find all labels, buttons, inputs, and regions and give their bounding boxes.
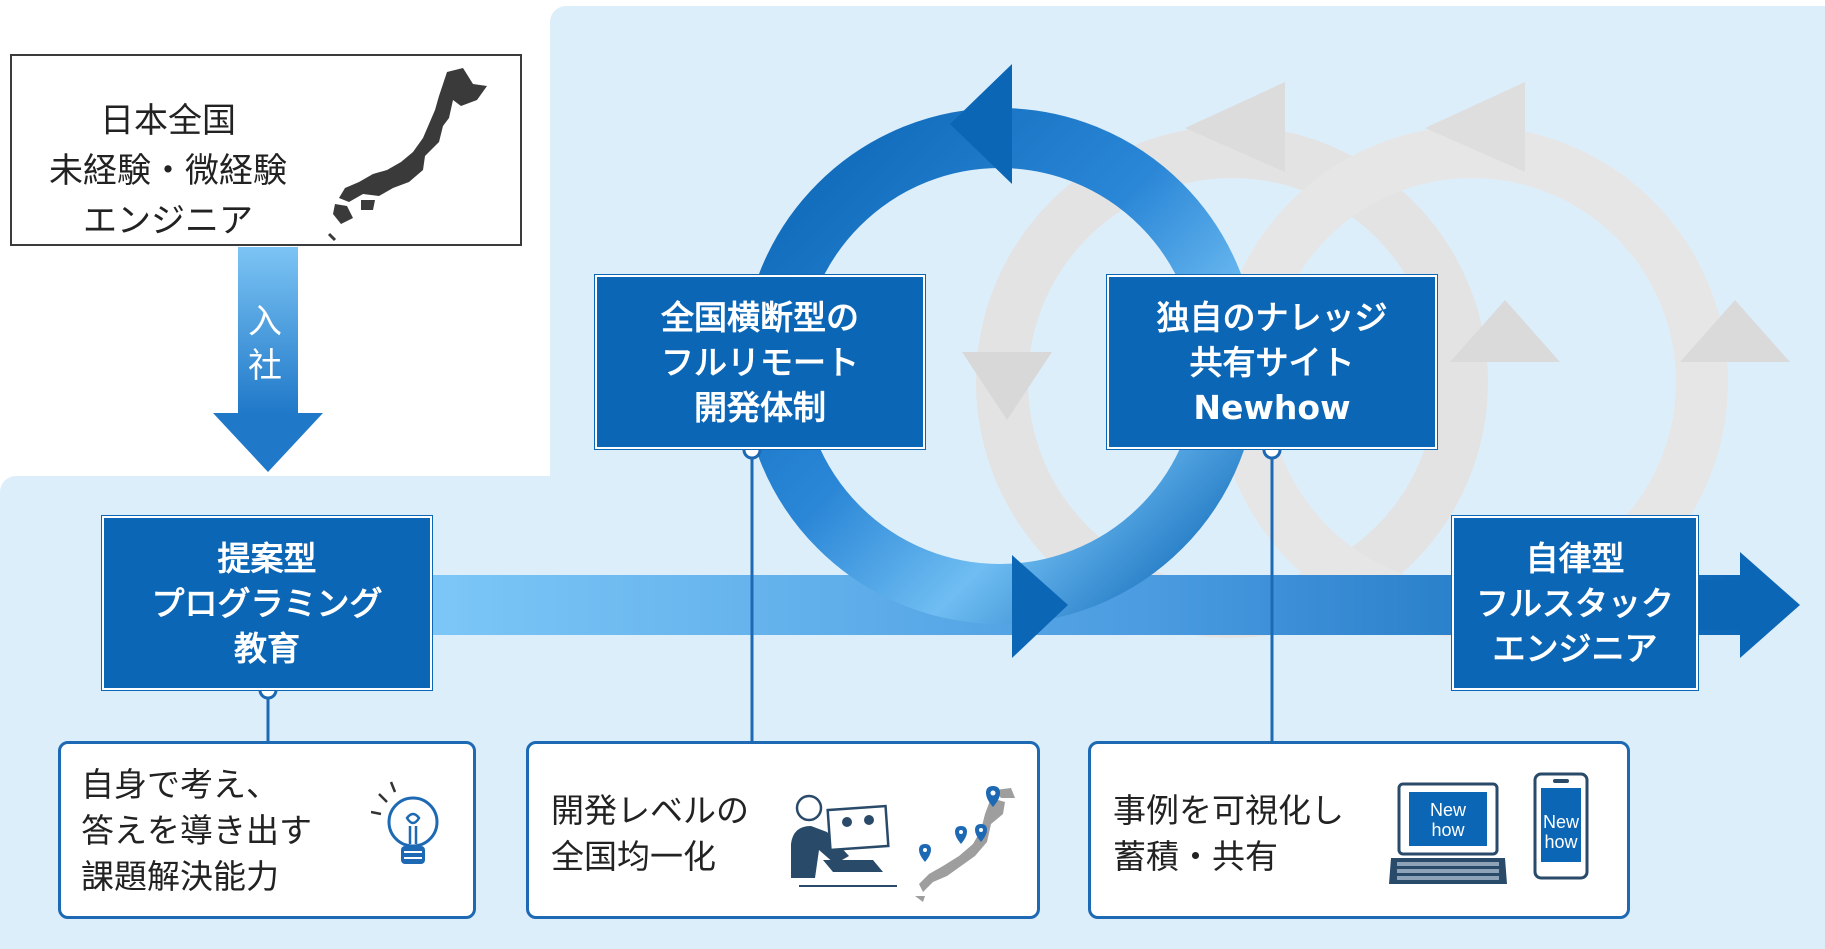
step-goal-line: 自律型: [1525, 538, 1625, 578]
step-education: 提案型 プログラミング 教育: [101, 515, 433, 691]
entry-label: 入 社: [245, 300, 285, 388]
card-remote: 開発レベルの 全国均一化: [526, 741, 1040, 919]
step-newhow: 独自のナレッジ 共有サイト Newhow: [1106, 274, 1438, 450]
background-panel-joint: [550, 440, 590, 490]
start-line: 日本全国: [100, 101, 236, 141]
step-newhow-line: 共有サイト: [1189, 342, 1355, 382]
japan-map-icon: [327, 68, 487, 242]
card-education-line: 自身で考え、: [81, 765, 279, 804]
entry-label-char: 入: [248, 302, 282, 342]
remote-worker-icon: [791, 794, 897, 887]
phone-screen-line: New: [1542, 812, 1579, 832]
card-newhow: 事例を可視化し 蓄積・共有 New how New how: [1088, 741, 1630, 919]
laptop-screen-line: New: [1429, 800, 1466, 820]
laptop-screen-line: how: [1431, 820, 1465, 840]
start-box: 日本全国 未経験・微経験 エンジニア: [10, 54, 522, 246]
card-education-text: 自身で考え、 答えを導き出す 課題解決能力: [81, 762, 312, 900]
step-remote-line: 開発体制: [694, 387, 826, 427]
laptop-screen-text: New how: [1409, 800, 1487, 840]
card-education-line: 答えを導き出す: [81, 811, 312, 850]
step-newhow-line: Newhow: [1193, 387, 1351, 427]
step-remote: 全国横断型の フルリモート 開発体制: [594, 274, 926, 450]
laptop-icon: [1389, 782, 1507, 884]
entry-arrow: [213, 247, 323, 472]
japan-pins-icon: [915, 786, 1015, 902]
step-newhow-line: 独自のナレッジ: [1156, 297, 1388, 337]
entry-label-char: 社: [248, 346, 282, 386]
step-goal-line: エンジニア: [1492, 628, 1658, 668]
phone-icon: [1533, 772, 1589, 880]
phone-screen-text: New how: [1541, 812, 1581, 852]
card-newhow-text: 事例を可視化し 蓄積・共有: [1113, 788, 1344, 880]
step-education-line: 提案型: [217, 538, 317, 578]
step-remote-line: 全国横断型の: [661, 297, 859, 337]
step-goal-line: フルスタック: [1476, 583, 1674, 623]
card-remote-line: 全国均一化: [551, 837, 716, 876]
step-education-line: 教育: [234, 628, 300, 668]
card-newhow-line: 蓄積・共有: [1113, 837, 1278, 876]
lightbulb-icon: [371, 781, 439, 864]
start-line: 未経験・微経験: [49, 151, 287, 191]
card-remote-text: 開発レベルの 全国均一化: [551, 788, 749, 880]
card-remote-line: 開発レベルの: [551, 791, 749, 830]
card-education-line: 課題解決能力: [81, 857, 279, 896]
card-newhow-line: 事例を可視化し: [1113, 791, 1344, 830]
step-goal: 自律型 フルスタック エンジニア: [1451, 515, 1699, 691]
card-education: 自身で考え、 答えを導き出す 課題解決能力: [58, 741, 476, 919]
step-remote-line: フルリモート: [661, 342, 859, 382]
start-text: 日本全国 未経験・微経験 エンジニア: [38, 96, 298, 246]
phone-screen-line: how: [1544, 832, 1578, 852]
step-education-line: プログラミング: [151, 583, 383, 623]
start-line: エンジニア: [83, 201, 253, 241]
